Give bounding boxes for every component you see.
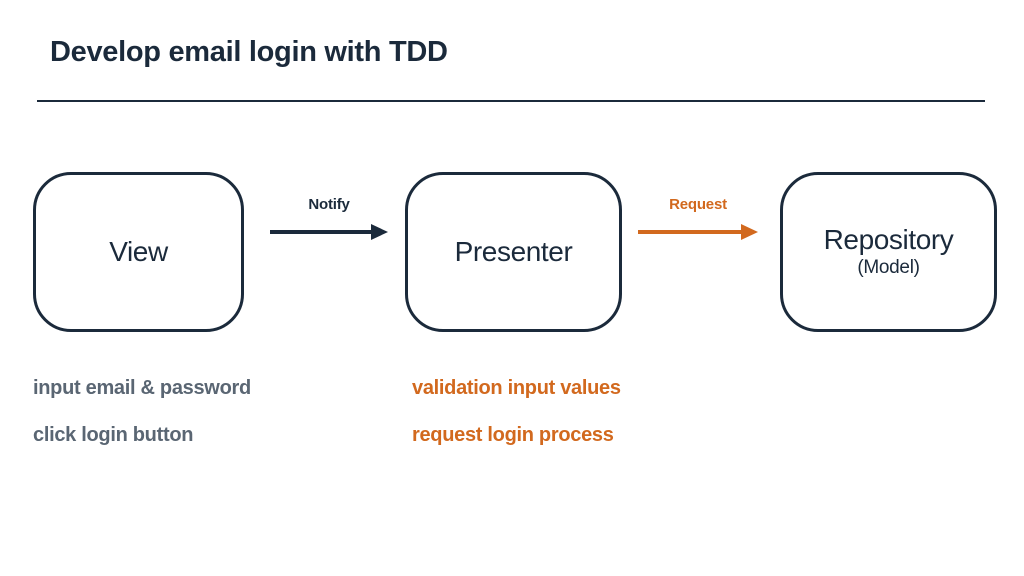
notify-arrow-graphic	[270, 224, 388, 240]
request-arrow: Request	[638, 196, 758, 240]
diagram-box-view: View	[33, 172, 244, 332]
slide-title: Develop email login with TDD	[50, 36, 448, 68]
request-arrow-line	[638, 230, 741, 234]
box-repository-sublabel: (Model)	[857, 256, 920, 278]
note-validation-input-values: validation input values	[412, 377, 621, 399]
notify-arrow: Notify	[270, 196, 388, 240]
note-input-email-password: input email & password	[33, 377, 251, 399]
box-view-label: View	[109, 235, 168, 267]
notify-arrow-line	[270, 230, 371, 234]
diagram-box-repository: Repository (Model)	[780, 172, 997, 332]
title-divider	[37, 100, 985, 102]
request-arrow-graphic	[638, 224, 758, 240]
request-arrow-head-icon	[741, 224, 758, 240]
note-request-login-process: request login process	[412, 424, 614, 446]
request-arrow-label: Request	[669, 196, 727, 213]
box-repository-label: Repository	[823, 223, 954, 255]
diagram-box-presenter: Presenter	[405, 172, 622, 332]
note-click-login-button: click login button	[33, 424, 194, 446]
notify-arrow-head-icon	[371, 224, 388, 240]
box-presenter-label: Presenter	[454, 235, 573, 267]
notify-arrow-label: Notify	[308, 196, 350, 213]
